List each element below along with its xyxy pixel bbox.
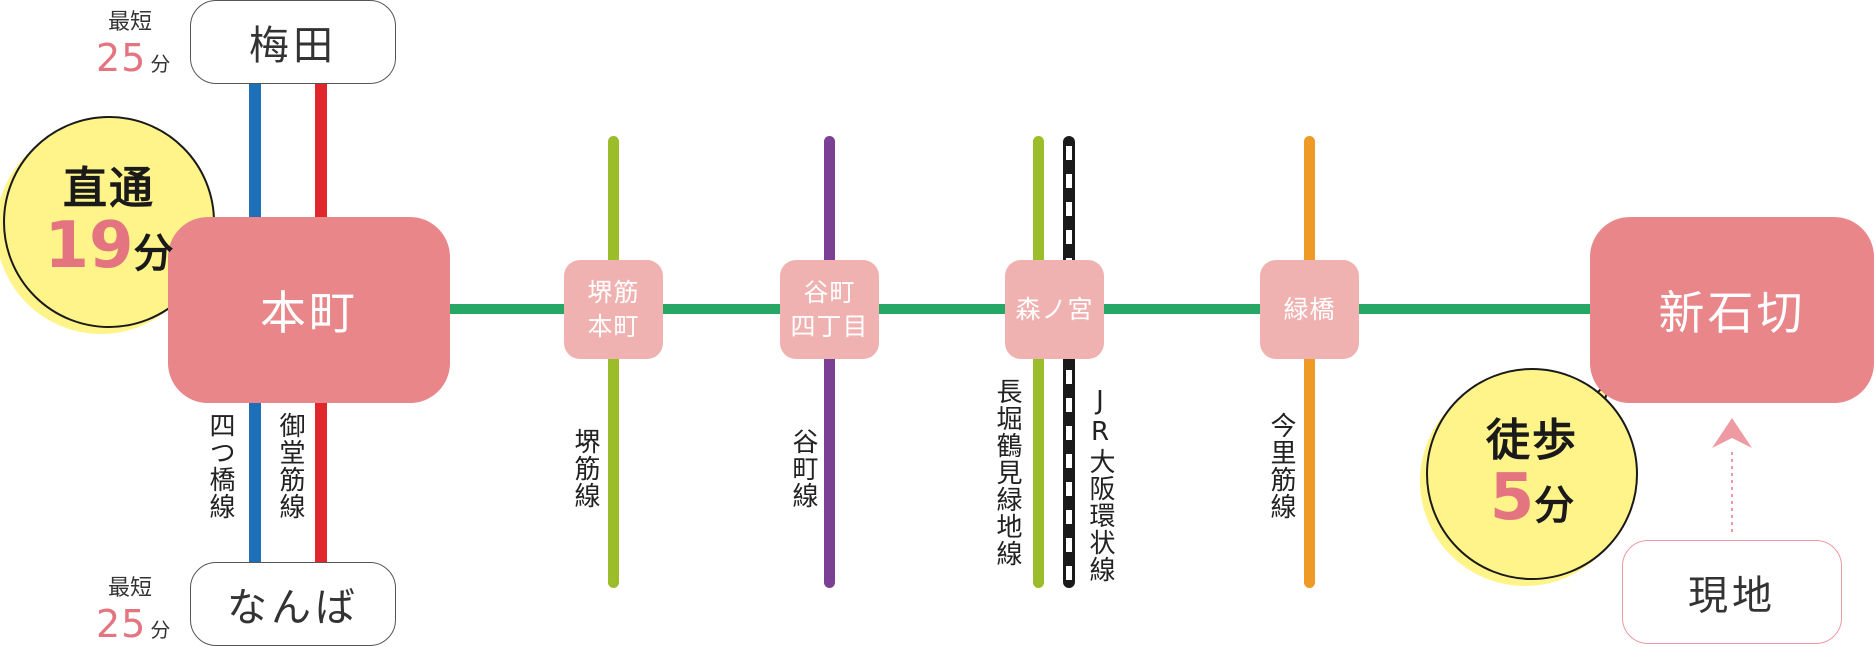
bubble-number: 19 xyxy=(44,209,134,283)
line-label-yotsubashi: 四つ橋線 xyxy=(205,412,235,520)
bubble-title: 直通 xyxy=(63,163,155,214)
line-label-tanimachi: 谷町線 xyxy=(788,428,818,509)
terminal-genchi: 現地 xyxy=(1622,540,1842,644)
bubble-walk-text: 徒歩 5分 xyxy=(1447,414,1617,544)
terminal-namba: なんば xyxy=(190,562,396,646)
station-tanimachi-4chome: 谷町四丁目 xyxy=(780,260,879,359)
fastest-number: 25 xyxy=(96,36,147,80)
bubble-unit: 分 xyxy=(133,231,174,277)
fastest-number: 25 xyxy=(96,602,147,646)
tanimachi-line xyxy=(824,136,835,588)
station-honmachi: 本町 xyxy=(168,217,450,403)
station-morinomiya: 森ノ宮 xyxy=(1005,260,1104,359)
station-midoribashi: 緑橋 xyxy=(1260,260,1359,359)
fastest-unit: 分 xyxy=(150,618,171,642)
nagahori-line xyxy=(1033,136,1044,588)
terminal-umeda: 梅田 xyxy=(190,0,396,84)
line-label-sakaisuji: 堺筋線 xyxy=(570,428,600,509)
line-label-midosuji: 御堂筋線 xyxy=(275,412,305,520)
fastest-label: 最短 xyxy=(108,576,153,601)
station-name-line1: 谷町 xyxy=(803,277,856,307)
arrow-up-icon xyxy=(1712,418,1752,448)
station-name-line2: 本町 xyxy=(587,311,640,341)
station-sakaisuji-honmachi: 堺筋本町 xyxy=(564,260,663,359)
bubble-number: 5 xyxy=(1489,461,1535,535)
imazatosuji-line xyxy=(1304,136,1315,588)
bubble-title: 徒歩 xyxy=(1486,415,1578,466)
station-name-line2: 四丁目 xyxy=(790,311,869,341)
line-label-nagahori: 長堀鶴見緑地線 xyxy=(992,378,1022,567)
line-label-imazatosuji: 今里筋線 xyxy=(1266,412,1296,520)
station-shin-ishikiri: 新石切 xyxy=(1590,217,1874,403)
sakaisuji-line xyxy=(608,136,619,588)
fastest-unit: 分 xyxy=(150,52,171,76)
bubble-unit: 分 xyxy=(1534,483,1575,529)
bubble-direct-text: 直通 19分 xyxy=(24,162,194,292)
jr-loop-line xyxy=(1063,136,1075,588)
fastest-label: 最短 xyxy=(108,10,153,35)
station-name-line1: 堺筋 xyxy=(587,277,640,307)
bubble-walk xyxy=(1426,368,1638,580)
line-label-jr-loop: JR大阪環状線 xyxy=(1085,386,1115,583)
